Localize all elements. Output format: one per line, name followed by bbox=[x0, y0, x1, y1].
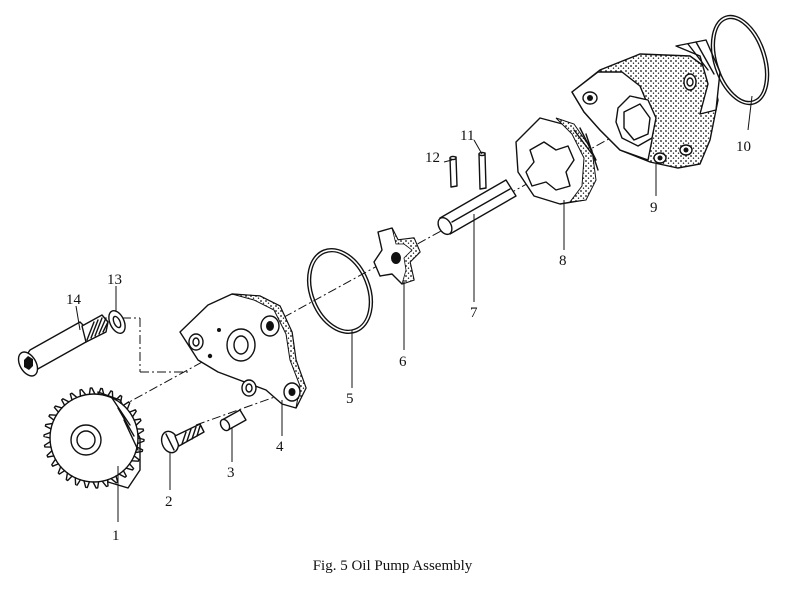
callout-labels: 1 2 3 4 5 6 7 8 9 10 11 12 13 14 bbox=[66, 128, 751, 544]
callout-12: 12 bbox=[425, 150, 440, 166]
part-4-pump-cover bbox=[179, 293, 307, 409]
part-8-outer-rotor bbox=[515, 117, 599, 205]
part-12-pin bbox=[449, 155, 458, 188]
figure-caption: Fig. 5 Oil Pump Assembly bbox=[312, 558, 473, 574]
callout-14: 14 bbox=[66, 292, 82, 308]
part-7-shaft bbox=[437, 179, 517, 236]
callout-9: 9 bbox=[650, 200, 658, 216]
callout-13: 13 bbox=[107, 272, 122, 288]
callout-4: 4 bbox=[276, 439, 284, 455]
gear-teeth bbox=[43, 387, 145, 489]
part-6-inner-rotor bbox=[373, 227, 421, 285]
part-1-drive-gear bbox=[43, 387, 145, 489]
part-9-pump-body bbox=[571, 39, 721, 169]
leader-lines bbox=[75, 95, 753, 522]
part-5-o-ring bbox=[306, 247, 374, 335]
callout-1: 1 bbox=[112, 528, 120, 544]
part-3-dowel-pin bbox=[219, 409, 247, 432]
callout-8: 8 bbox=[559, 253, 567, 269]
part-14-cap-screw bbox=[17, 314, 109, 377]
callout-5: 5 bbox=[346, 391, 354, 407]
callout-2: 2 bbox=[165, 494, 173, 510]
callout-10: 10 bbox=[736, 139, 751, 155]
part-11-pin bbox=[478, 151, 487, 190]
callout-7: 7 bbox=[470, 305, 478, 321]
part-2-slotted-screw bbox=[160, 423, 205, 454]
part-10-o-ring bbox=[710, 14, 770, 106]
callout-3: 3 bbox=[227, 465, 235, 481]
part-13-lock-washer bbox=[108, 310, 126, 334]
callout-6: 6 bbox=[399, 354, 407, 370]
callout-11: 11 bbox=[460, 128, 474, 144]
